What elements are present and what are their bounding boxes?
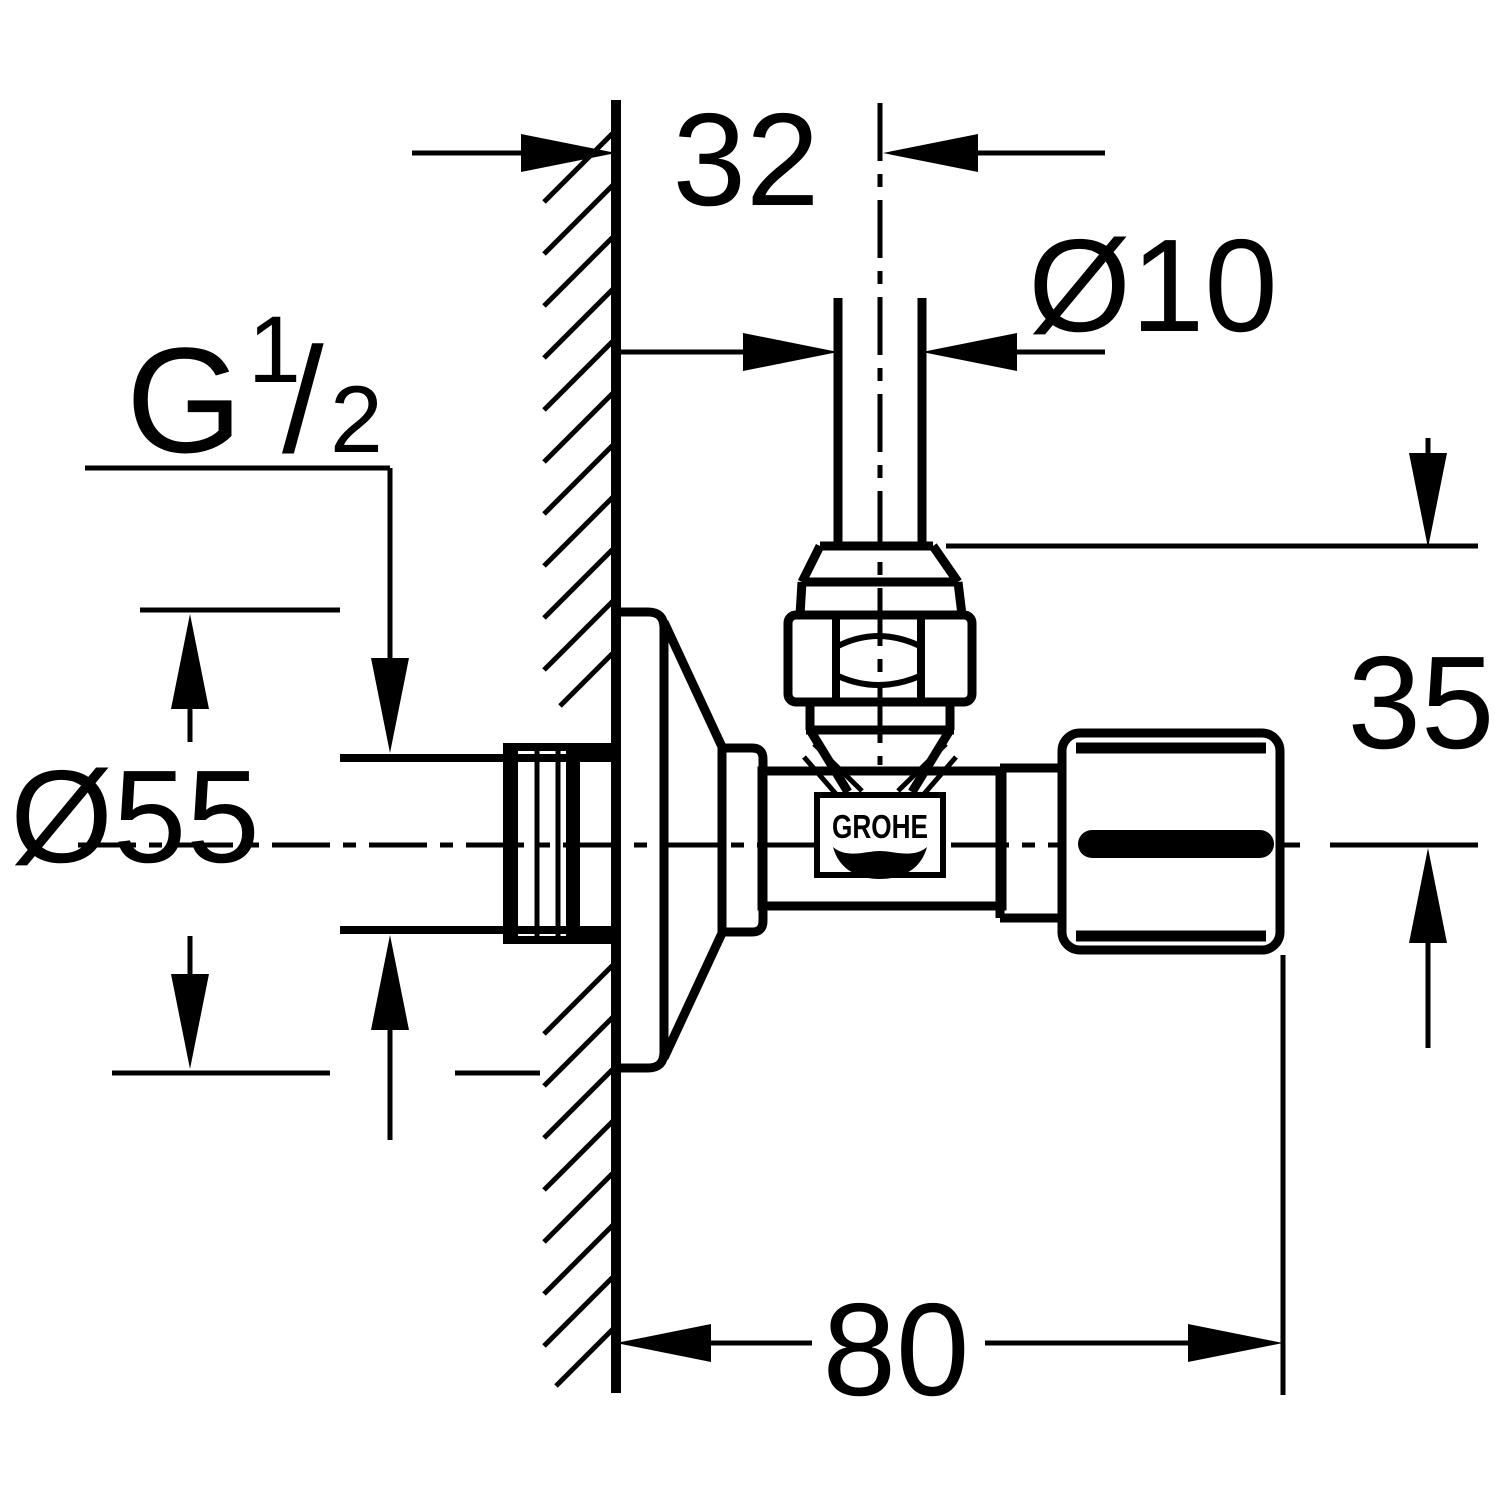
thread-relief-left <box>503 747 518 940</box>
arrowhead <box>371 935 409 1030</box>
escutcheon-front-ring <box>717 743 768 937</box>
arrowhead <box>1188 1324 1283 1362</box>
arrowhead <box>1409 848 1447 943</box>
arrowhead <box>1409 453 1447 548</box>
escutcheon-cone-top <box>659 620 728 751</box>
shank-bottom <box>580 926 616 942</box>
thread-label-G: G <box>126 316 243 484</box>
thread-label-slash: / <box>282 316 324 484</box>
wall-hatching <box>542 128 618 1388</box>
nut-facet-arc-bottom <box>836 673 922 688</box>
escutcheon-cone-bottom <box>659 929 728 1060</box>
dimension-32: 32 <box>412 86 1105 233</box>
dim-escutcheon-label: Ø55 <box>10 743 260 890</box>
dimension-pipe-diameter: Ø10 <box>616 212 1278 371</box>
dimension-escutcheon: Ø55 <box>10 607 540 1076</box>
nut-facet-arc-top <box>836 633 922 649</box>
thread-relief-right <box>566 747 580 940</box>
arrowhead <box>743 333 838 371</box>
arrowhead <box>883 134 978 172</box>
escutcheon-base-disc <box>621 607 669 1073</box>
arrowhead <box>171 614 209 709</box>
thread-label-1: 1 <box>248 297 301 403</box>
brand-label: GROHE <box>832 808 928 845</box>
dimension-thread: G 1 / 2 <box>85 297 409 1140</box>
knob-grip-slot <box>1078 830 1274 858</box>
inlet-thread-connector <box>340 743 616 944</box>
dimension-80: 80 <box>616 955 1286 1423</box>
dim-35-label: 35 <box>1348 629 1495 776</box>
escutcheon <box>621 607 768 1073</box>
dimension-35: 35 <box>946 438 1494 1048</box>
brand-swoosh <box>833 847 927 879</box>
handle-assembly <box>995 728 1285 955</box>
dim-pipe-label: Ø10 <box>1028 212 1278 359</box>
dim-32-label: 32 <box>673 86 820 233</box>
union-nut <box>783 610 977 707</box>
outlet-pipe <box>833 298 927 546</box>
thread-label-2: 2 <box>330 367 383 473</box>
arrowhead <box>616 1324 711 1362</box>
valve-body: GROHE <box>757 766 1007 911</box>
shank-top <box>580 745 616 761</box>
arrowhead <box>922 333 1017 371</box>
arrowhead <box>371 658 409 753</box>
dim-80-label: 80 <box>823 1276 970 1423</box>
arrowhead <box>171 974 209 1069</box>
arrowhead <box>521 134 616 172</box>
